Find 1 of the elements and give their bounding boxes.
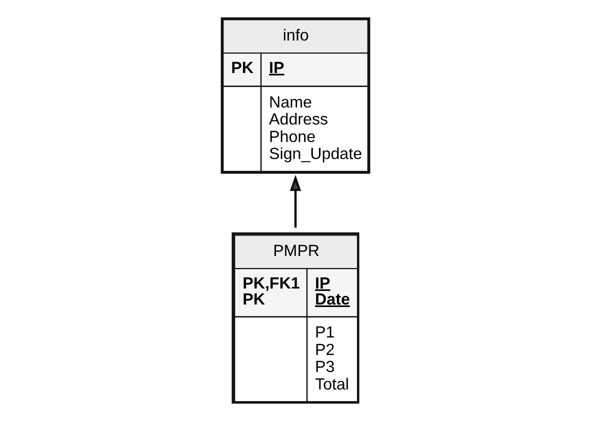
arrow bbox=[289, 174, 301, 228]
